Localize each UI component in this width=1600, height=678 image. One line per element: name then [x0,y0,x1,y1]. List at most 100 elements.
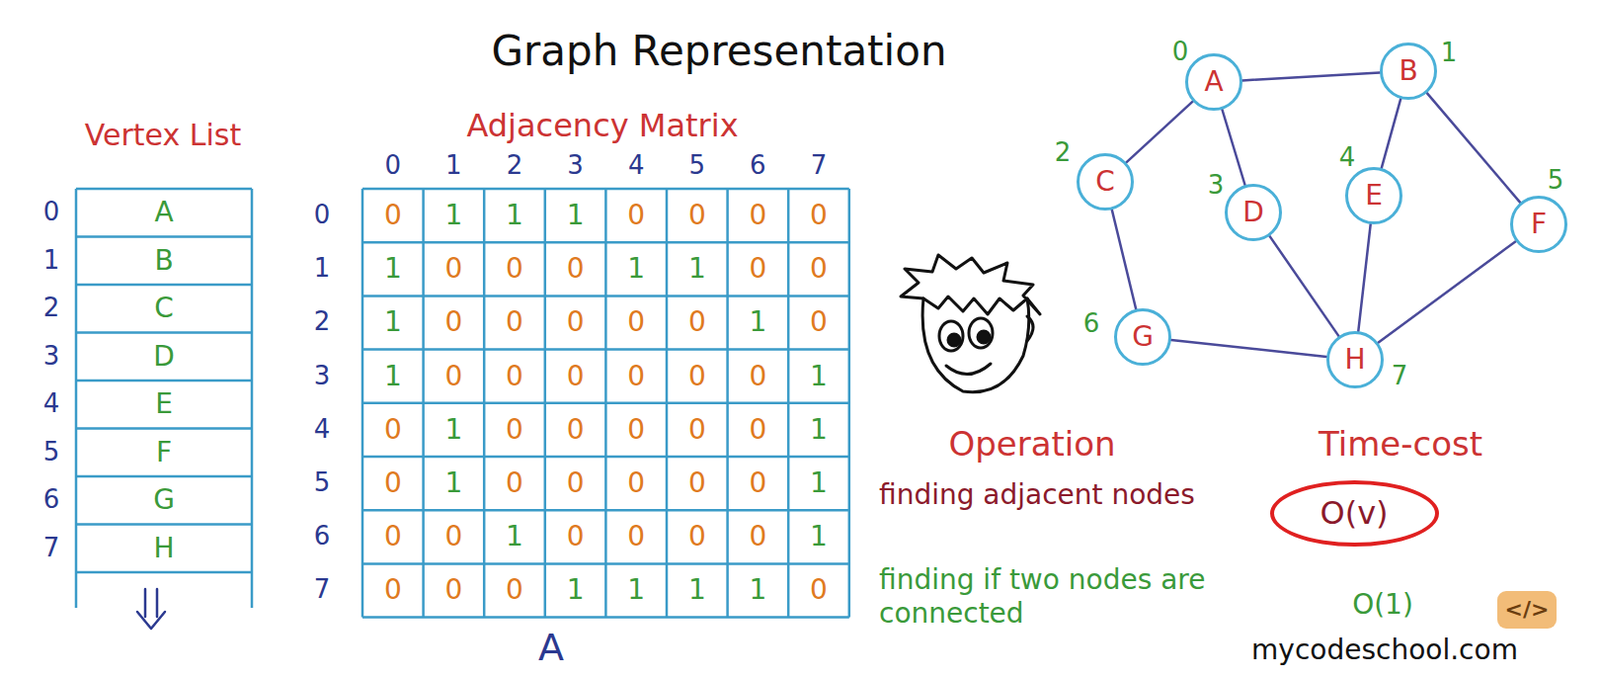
vertex-letter: H [1344,345,1365,374]
vertex-cell: F [156,435,172,470]
vertex-cell: E [155,387,173,421]
matrix-cell: 0 [627,359,645,394]
column-heading: Time-cost [1318,423,1483,465]
matrix-cell: 1 [444,466,463,500]
time-cost: O(1) [1352,587,1414,622]
graph-vertex: C2 [1076,153,1134,211]
matrix-cell: 0 [505,306,524,340]
row-index: 0 [314,199,331,231]
vertex-letter: E [1364,181,1383,210]
vertex-index: 7 [1391,360,1409,392]
cartoon-face [900,254,1040,393]
graph-vertex: G6 [1114,308,1172,366]
graph-edge [1242,73,1380,81]
graph-vertex: F5 [1510,195,1568,253]
matrix-cell: 0 [688,198,707,233]
matrix-cell: 0 [809,251,828,286]
operation-text: finding if two nodes are connected [879,562,1265,630]
row-index: 6 [314,521,331,553]
graph-edge [1269,236,1339,336]
matrix-cell: 0 [384,198,402,233]
matrix-cell: 1 [444,198,463,233]
vertex-index: 1 [1440,37,1458,69]
index-number: 5 [43,436,61,468]
matrix-cell: 1 [444,412,463,447]
diagram-title: Graph Representation [490,26,947,77]
vertex-letter: C [1095,167,1116,196]
highlight-ellipse: O(v) [1270,480,1440,547]
operation-text: finding adjacent nodes [879,478,1220,512]
graph-edge [1377,240,1516,343]
vertex-cell: A [154,195,173,230]
vertex-cell: C [154,291,174,325]
right-pupil [977,330,990,343]
index-number: 3 [43,340,61,372]
graph-edge [1171,339,1327,357]
matrix-cell: 0 [688,359,707,394]
matrix-cell: 0 [444,573,463,608]
matrix-cell: 0 [505,251,524,286]
matrix-cell: 1 [566,573,585,608]
vertex-letter: G [1131,322,1154,351]
graph-edge [1427,92,1520,203]
vertex-letter: A [1203,68,1223,96]
vertex-letter: F [1530,210,1547,239]
matrix-cell: 1 [809,359,828,394]
matrix-cell: 0 [384,519,402,554]
matrix-cell: 1 [809,412,828,447]
matrix-cell: 1 [505,519,524,554]
matrix-cell: 1 [809,466,828,500]
matrix-cell: 0 [444,306,463,340]
matrix-cell: 0 [748,519,767,554]
matrix-cell: 0 [505,466,524,500]
vertex-index: 6 [1083,308,1101,339]
matrix-cell: 0 [566,306,585,340]
column-index: 2 [506,150,524,181]
matrix-cell: 1 [748,573,767,608]
matrix-cell: 1 [505,198,524,233]
matrix-cell: 0 [505,573,524,608]
matrix-cell: 0 [566,251,585,286]
graph-edge [1221,109,1245,185]
matrix-cell: 0 [566,412,585,447]
matrix-cell: 1 [384,251,402,286]
column-index: 6 [749,150,767,181]
matrix-cell: 1 [627,573,645,608]
vertex-cell: H [153,531,174,565]
matrix-cell: 0 [566,519,585,554]
vertex-letter: D [1242,198,1265,227]
smile [946,363,991,375]
matrix-cell: 0 [748,359,767,394]
matrix-cell: 0 [809,198,828,233]
matrix-cell: 0 [505,359,524,394]
left-pupil [948,333,960,346]
section-heading: Adjacency Matrix [466,106,738,145]
logo-badge [1497,590,1557,629]
matrix-name: A [538,625,564,671]
hair [900,254,1040,315]
matrix-cell: 0 [688,306,707,340]
watermark: mycodeschool.com [1251,633,1519,667]
matrix-cell: 0 [688,412,707,447]
index-number: 0 [43,196,61,228]
matrix-cell: 0 [809,306,828,340]
matrix-cell: 1 [384,306,402,340]
graph-edge [1381,98,1401,168]
row-index: 4 [314,413,331,445]
expand-arrow [137,588,165,629]
vertex-cell: G [153,482,175,517]
vertex-cell: D [153,339,175,374]
matrix-cell: 0 [748,198,767,233]
vertex-cell: B [154,243,173,278]
graph-vertex: H7 [1326,330,1384,389]
matrix-cell: 0 [627,412,645,447]
matrix-cell: 0 [809,573,828,608]
matrix-cell: 0 [748,251,767,286]
vertex-index: 3 [1207,169,1225,201]
left-eye [939,320,963,351]
matrix-cell: 0 [748,466,767,500]
column-index: 7 [810,150,828,181]
vertex-index: 0 [1172,36,1190,68]
index-number: 6 [43,483,61,515]
matrix-cell: 0 [748,412,767,447]
